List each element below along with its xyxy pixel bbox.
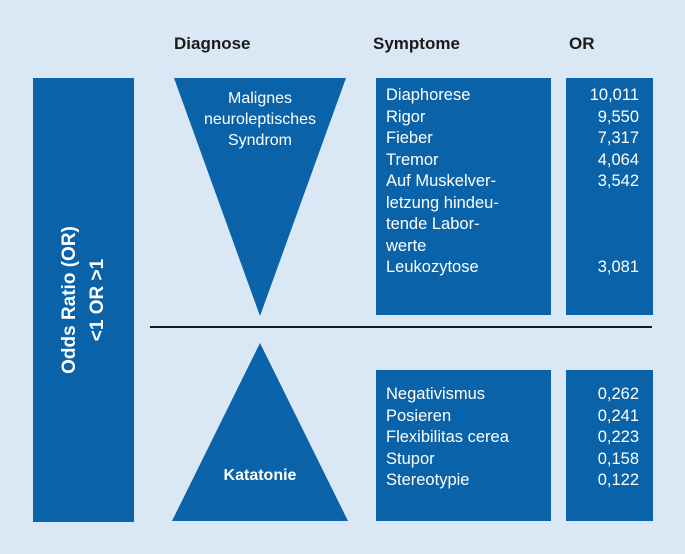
header-symptome: Symptome [373, 34, 460, 53]
symptom-item: Tremor [386, 150, 439, 169]
odds-ratio-side-bar: Odds Ratio (OR) <1 OR >1 [33, 78, 134, 522]
symptom-item: Auf Muskelver- [386, 172, 497, 190]
bottom-or-box: 0,262 0,241 0,223 0,158 0,122 [566, 370, 653, 521]
or-value: 0,122 [597, 471, 639, 489]
side-label: Odds Ratio (OR) <1 OR >1 [56, 226, 112, 374]
or-value: 0,158 [597, 449, 639, 468]
or-value: 9,550 [597, 107, 639, 126]
symptom-item: letzung hindeu- [386, 193, 499, 212]
or-value: 0,262 [597, 385, 639, 403]
or-value [566, 193, 639, 215]
header-or: OR [569, 34, 595, 53]
or-value: 0,223 [597, 428, 639, 446]
diagnosis-mns-line3: Syndrom [227, 132, 293, 149]
or-value: 0,241 [597, 406, 639, 425]
or-value [566, 214, 639, 236]
divider-line [150, 326, 652, 328]
symptom-item: Negativismus [386, 385, 486, 403]
diagnosis-mns-line2: neuroleptisches [203, 111, 317, 128]
triangle-down-mns [174, 78, 346, 316]
symptom-item: Stereotypie [386, 471, 470, 489]
diagnosis-katatonie: Katatonie [223, 467, 297, 484]
or-value: 4,064 [597, 150, 639, 169]
side-label-line1: Odds Ratio (OR) [58, 226, 80, 374]
diagnosis-mns: Malignes neuroleptisches Syndrom [170, 88, 350, 151]
top-or-box: 10,011 9,550 7,317 4,064 3,542 3,081 [566, 78, 653, 315]
or-value: 3,542 [597, 172, 639, 190]
symptom-item: Leukozytose [386, 258, 479, 276]
top-symptoms-box: Diaphorese Rigor Fieber Tremor Auf Muske… [376, 78, 551, 315]
side-label-line2: <1 OR >1 [86, 258, 108, 342]
symptom-item: Fieber [386, 129, 433, 147]
symptom-item: Diaphorese [386, 86, 471, 104]
or-value [566, 236, 639, 258]
symptom-item: Flexibilitas cerea [386, 428, 509, 446]
or-value: 3,081 [597, 258, 639, 276]
symptom-item: tende Labor- [386, 215, 480, 233]
symptom-item: Rigor [386, 107, 426, 126]
header-diagnose: Diagnose [174, 34, 251, 53]
bottom-symptoms-box: Negativismus Posieren Flexibilitas cerea… [376, 370, 551, 521]
symptom-item: Posieren [386, 406, 452, 425]
diagnosis-mns-line1: Malignes [227, 90, 293, 107]
or-value: 10,011 [589, 86, 639, 104]
or-value: 7,317 [597, 129, 639, 147]
triangle-up-katatonie [172, 343, 348, 521]
symptom-item: werte [386, 236, 427, 255]
symptom-item: Stupor [386, 449, 435, 468]
